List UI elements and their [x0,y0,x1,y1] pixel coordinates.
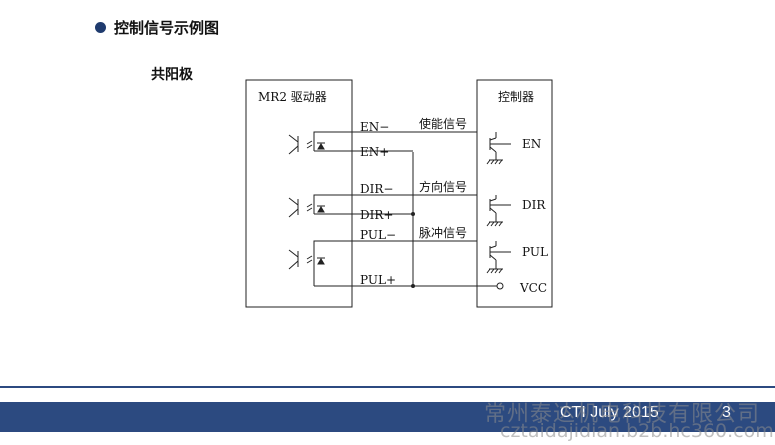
junction-dot [411,284,415,288]
optocoupler-en [288,131,477,155]
slide-subtitle: 共阳极 [151,67,193,83]
terminal-en: EN [522,137,541,151]
footer-bar [0,402,775,432]
slide-heading: 控制信号示例图 [95,16,219,38]
terminal-dir: DIR [522,198,546,212]
watermark-url: cztaidajidian.b2b.hc360.com [500,420,774,442]
watermark-company: 常州泰达机电科技有限公司 [484,402,761,427]
label-direction-signal: 方向信号 [419,179,467,194]
footer-meta: CTI July 2015 [560,404,659,421]
label-dir-plus: DIR+ [360,208,393,222]
label-pul-minus: PUL− [360,228,396,242]
controller-transistor-dir [486,195,511,227]
label-pulse-signal: 脉冲信号 [419,225,467,240]
controller-transistor-en [486,132,511,165]
terminal-pul: PUL [522,245,548,259]
label-pul-plus: PUL+ [360,273,396,287]
junction-dot [411,212,415,216]
footer-divider [0,386,775,388]
vcc-terminal-icon [496,282,504,290]
terminal-vcc: VCC [519,281,547,295]
optocoupler-dir [288,194,477,218]
driver-box [245,79,353,308]
label-enable-signal: 使能信号 [419,116,467,131]
page-number: 3 [722,404,731,421]
label-en-plus: EN+ [360,145,389,159]
controller-box [476,79,553,308]
controller-box-label: 控制器 [498,90,534,104]
slide-title: 控制信号示例图 [114,18,220,37]
controller-transistor-pul [486,241,511,274]
bullet-dot-icon [95,21,106,33]
label-dir-minus: DIR− [360,182,393,196]
driver-box-label: MR2 驱动器 [258,90,327,104]
optocoupler-pul [288,240,477,287]
label-en-minus: EN− [360,120,389,134]
